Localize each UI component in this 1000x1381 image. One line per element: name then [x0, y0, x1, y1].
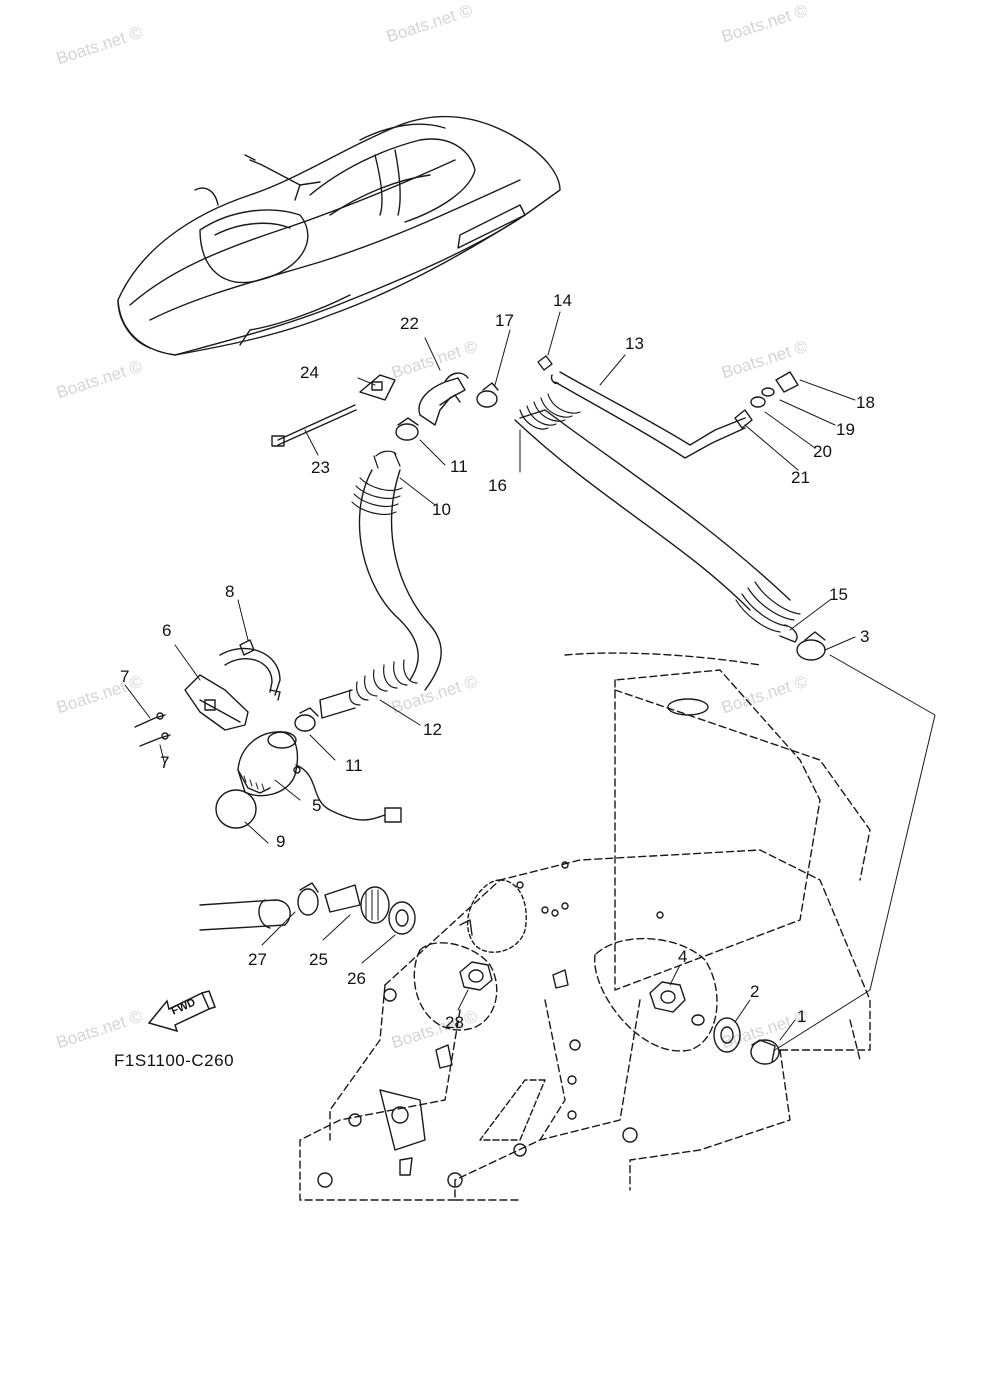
callout-25: 25	[309, 950, 328, 969]
hull-structure	[300, 653, 870, 1200]
callout-8: 8	[225, 582, 235, 601]
washer-26	[389, 902, 415, 934]
callout-3: 3	[860, 627, 870, 646]
callout-22: 22	[400, 314, 419, 333]
callout-9: 9	[276, 832, 286, 851]
nut-28	[460, 962, 492, 990]
callout-4: 4	[678, 947, 688, 966]
callout-11-top: 11	[450, 457, 468, 476]
callout-23: 23	[311, 458, 330, 477]
callout-24: 24	[300, 363, 319, 382]
callout-20: 20	[813, 442, 832, 461]
nut-4	[650, 982, 685, 1012]
callout-15: 15	[829, 585, 848, 604]
hose-clamp-11	[295, 418, 418, 731]
callout-27: 27	[248, 950, 267, 969]
fwd-arrow-icon: FWD	[147, 985, 219, 1033]
callout-5: 5	[312, 796, 322, 815]
leader-lines	[125, 312, 935, 1050]
callout-12: 12	[423, 720, 442, 739]
callout-7-top: 7	[120, 667, 130, 686]
diagram-code: F1S1100-C260	[114, 1051, 235, 1070]
callout-21: 21	[791, 468, 810, 487]
cable-tie-23	[272, 405, 356, 446]
callout-18: 18	[856, 393, 875, 412]
clamp-17	[477, 383, 498, 407]
hose-10	[320, 451, 441, 718]
clamp-27	[298, 883, 318, 915]
clamp-3	[797, 632, 825, 660]
callout-13: 13	[625, 334, 644, 353]
callout-6: 6	[162, 621, 172, 640]
hose-13	[552, 372, 745, 458]
clamp-8	[220, 640, 280, 700]
drain-plug-1	[751, 1040, 779, 1064]
fitting-25	[325, 885, 389, 923]
watercraft-illustration	[118, 117, 560, 355]
clamp-14	[538, 356, 552, 370]
callout-1: 1	[797, 1007, 807, 1026]
callout-14: 14	[553, 291, 572, 310]
callout-7-bottom: 7	[160, 753, 170, 772]
callout-16: 16	[488, 476, 507, 495]
intake-tube	[200, 900, 290, 930]
washer-2	[692, 1015, 740, 1052]
hose-16	[515, 394, 800, 642]
bilge-pump	[238, 732, 401, 822]
pump-bracket	[185, 675, 248, 730]
callout-17: 17	[495, 311, 514, 330]
clamp-21	[735, 410, 752, 428]
callout-19: 19	[836, 420, 855, 439]
callout-10: 10	[432, 500, 451, 519]
callout-28: 28	[445, 1013, 464, 1032]
callout-2: 2	[750, 982, 760, 1001]
bracket-24	[360, 375, 395, 400]
fitting-22	[419, 373, 468, 425]
fitting-18-19-20	[751, 372, 798, 407]
callout-11-bottom: 11	[345, 756, 363, 775]
screws-7	[135, 713, 170, 746]
callout-26: 26	[347, 969, 366, 988]
pump-cover	[216, 790, 256, 828]
